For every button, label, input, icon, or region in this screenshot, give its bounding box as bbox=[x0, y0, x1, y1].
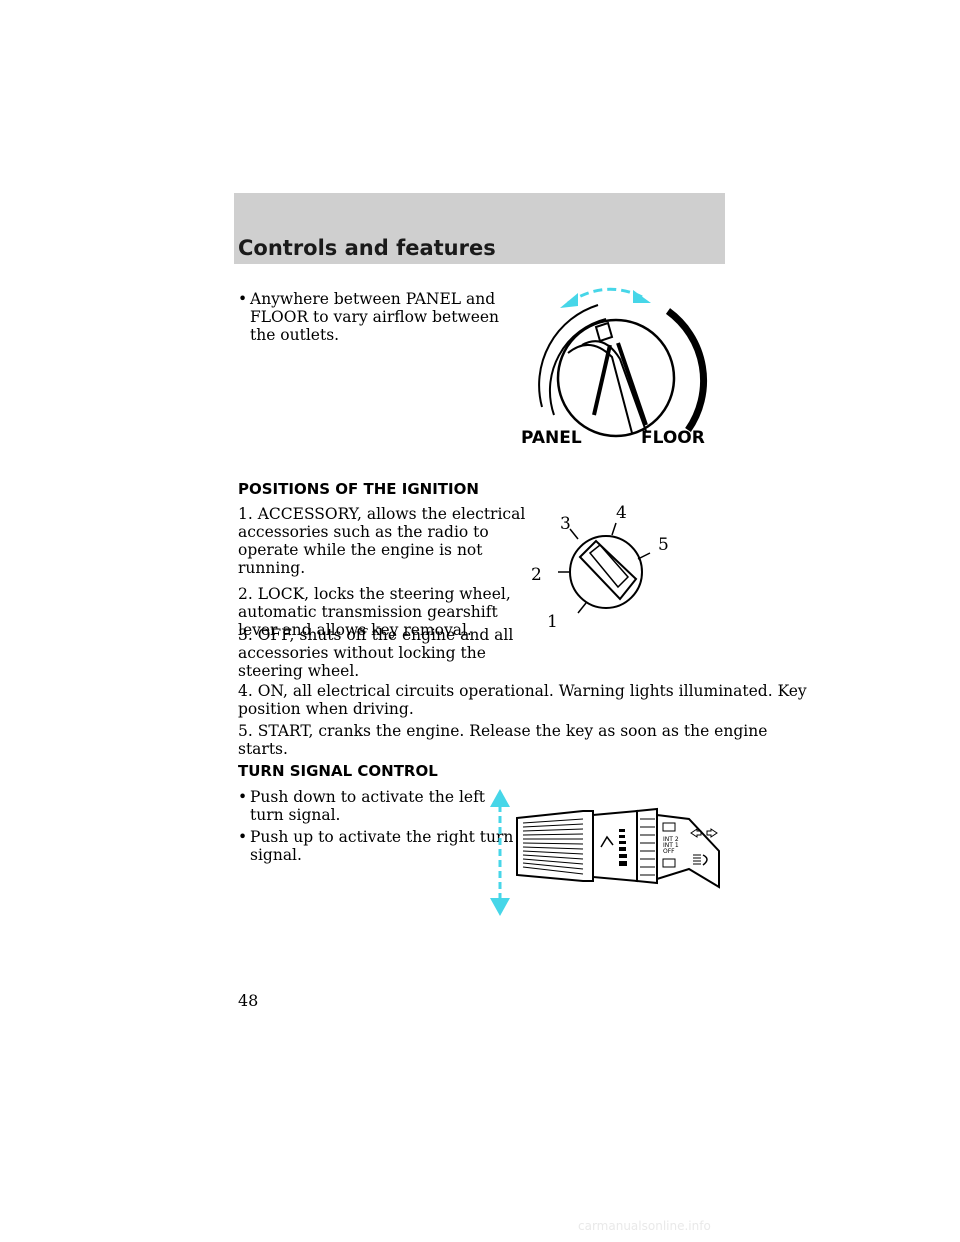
ignition-item-2: 2. LOCK, locks the steering wheel, autom… bbox=[238, 585, 511, 639]
header-band bbox=[234, 193, 725, 264]
stalk-label-off: OFF bbox=[663, 848, 675, 855]
turn-signal-heading: TURN SIGNAL CONTROL bbox=[238, 762, 438, 780]
bullet-marker: • bbox=[238, 828, 248, 846]
turn-signal-stalk-figure: INT 2 INT 1 OFF bbox=[490, 789, 720, 916]
stalk-label-int1: INT 1 bbox=[663, 842, 679, 849]
ignition-item-1: 1. ACCESSORY, allows the electrical acce… bbox=[238, 505, 526, 577]
ignition-label-4: 4 bbox=[616, 503, 627, 523]
bullet-marker: • bbox=[238, 290, 248, 308]
ignition-label-2: 2 bbox=[531, 565, 542, 585]
vent-floor-label: FLOOR bbox=[641, 428, 705, 448]
vent-dial-figure bbox=[538, 287, 708, 438]
ignition-label-3: 3 bbox=[560, 514, 571, 534]
ignition-label-1: 1 bbox=[547, 612, 558, 632]
stalk-label-int2: INT 2 bbox=[663, 836, 679, 843]
ignition-label-5: 5 bbox=[658, 535, 669, 555]
bullet-marker: • bbox=[238, 788, 248, 806]
ignition-item-4: 4. ON, all electrical circuits operation… bbox=[238, 682, 807, 718]
ignition-item-5: 5. START, cranks the engine. Release the… bbox=[238, 722, 768, 758]
footer-watermark: carmanualsonline.info bbox=[578, 1219, 711, 1233]
ignition-heading: POSITIONS OF THE IGNITION bbox=[238, 480, 479, 498]
ignition-item-3: 3. OFF, shuts off the engine and all acc… bbox=[238, 626, 514, 680]
turn-bullet-2: Push up to activate the right turn signa… bbox=[250, 828, 514, 864]
turn-bullet-1: Push down to activate the left turn sign… bbox=[250, 788, 486, 824]
vent-bullet-text: Anywhere between PANEL and FLOOR to vary… bbox=[250, 290, 500, 344]
ignition-switch-figure bbox=[558, 522, 651, 614]
page-title: Controls and features bbox=[238, 236, 496, 260]
page-number: 48 bbox=[238, 991, 259, 1010]
vent-panel-label: PANEL bbox=[521, 428, 582, 448]
